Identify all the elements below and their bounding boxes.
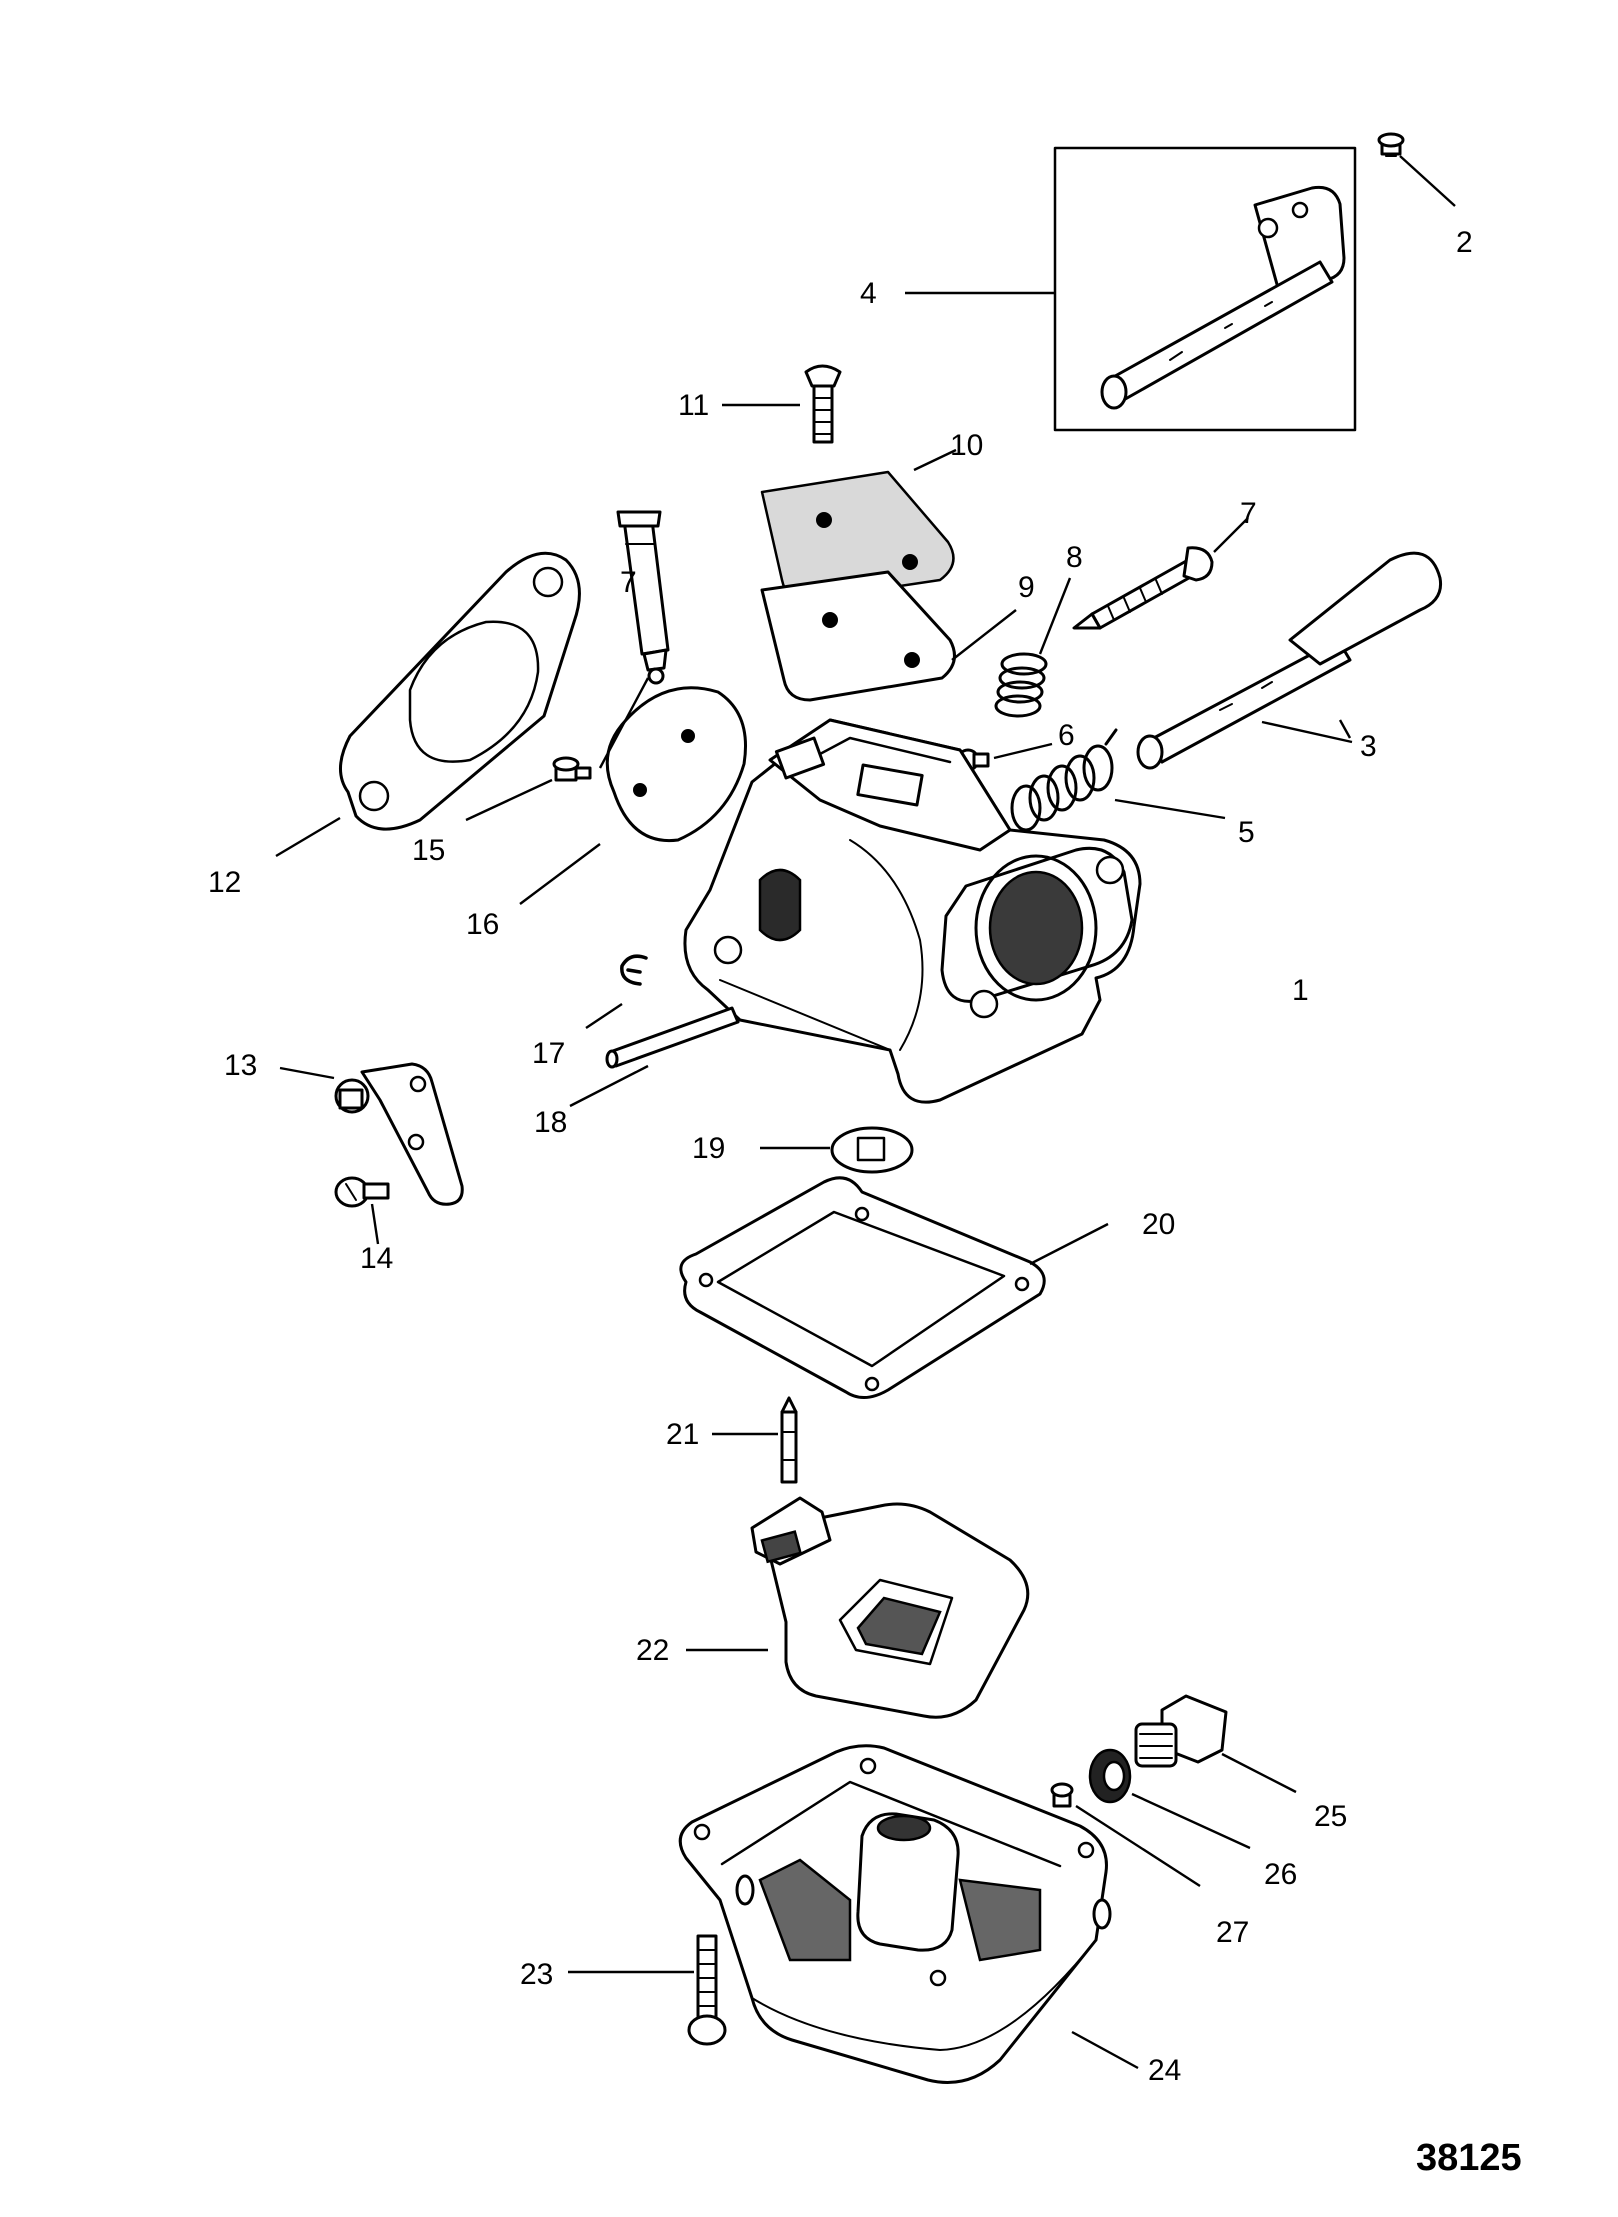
callout-26: 26 bbox=[1264, 1858, 1297, 1891]
callout-19: 19 bbox=[692, 1132, 725, 1165]
part-21-needle bbox=[780, 1396, 798, 1484]
part-8-spring bbox=[994, 652, 1048, 718]
part-2-screw bbox=[1377, 132, 1405, 157]
callout-3: 3 bbox=[1360, 730, 1377, 763]
part-9-gasket-plate bbox=[760, 570, 956, 702]
callout-21: 21 bbox=[666, 1418, 699, 1451]
callout-20: 20 bbox=[1142, 1208, 1175, 1241]
part-7-sealant-tube bbox=[616, 510, 670, 685]
callout-25: 25 bbox=[1314, 1800, 1347, 1833]
callout-11: 11 bbox=[678, 389, 709, 422]
part-1-carburetor-body bbox=[683, 718, 1142, 1104]
part-15-screw bbox=[552, 756, 592, 782]
callout-18: 18 bbox=[534, 1106, 567, 1139]
callout-23: 23 bbox=[520, 1958, 553, 1991]
callout-6: 6 bbox=[1058, 719, 1075, 752]
part-24-float-bowl bbox=[678, 1744, 1112, 2084]
part-18-pin bbox=[605, 1006, 740, 1069]
callout-14: 14 bbox=[360, 1242, 393, 1275]
part-26-washer bbox=[1088, 1748, 1132, 1804]
part-14-screw bbox=[334, 1176, 390, 1208]
part-17-e-clip bbox=[620, 954, 648, 986]
callout-7-left: 7 bbox=[620, 566, 637, 599]
callout-15: 15 bbox=[412, 834, 445, 867]
part-25-drain-plug bbox=[1134, 1694, 1228, 1768]
part-19-washer bbox=[830, 1126, 914, 1174]
callout-1: 1 bbox=[1292, 974, 1309, 1007]
callout-24: 24 bbox=[1148, 2054, 1181, 2087]
callout-13: 13 bbox=[224, 1049, 257, 1082]
callout-9: 9 bbox=[1018, 571, 1035, 604]
part-20-gasket bbox=[679, 1176, 1046, 1399]
callout-labels: 2 4 11 10 7 8 9 7 6 3 5 12 15 16 1 17 13… bbox=[208, 226, 1522, 2179]
part-16-valve-disc bbox=[605, 686, 748, 843]
part-3-choke-shaft bbox=[1136, 551, 1443, 770]
part-11-screw bbox=[804, 364, 842, 444]
callout-12: 12 bbox=[208, 866, 241, 899]
callout-17: 17 bbox=[532, 1037, 565, 1070]
part-4-throttle-shaft-assembly bbox=[1053, 146, 1357, 432]
part-5-spring bbox=[1010, 728, 1118, 832]
part-13-lever-arm bbox=[334, 1062, 464, 1206]
callout-4: 4 bbox=[860, 277, 877, 310]
part-7-adjust-screw bbox=[1072, 546, 1214, 630]
callout-7-right: 7 bbox=[1240, 497, 1257, 530]
part-10-throttle-plate bbox=[760, 470, 955, 602]
callout-5: 5 bbox=[1238, 816, 1255, 849]
callout-8: 8 bbox=[1066, 541, 1083, 574]
callout-10: 10 bbox=[950, 429, 983, 462]
part-12-gasket bbox=[339, 551, 581, 831]
callout-2: 2 bbox=[1456, 226, 1473, 259]
part-23-screw bbox=[687, 1934, 727, 2046]
part-22-float bbox=[750, 1496, 1030, 1719]
callout-16: 16 bbox=[466, 908, 499, 941]
part-27-small-plug bbox=[1050, 1782, 1074, 1808]
callout-27: 27 bbox=[1216, 1916, 1249, 1949]
leader-lines bbox=[275, 155, 1456, 2070]
figure-number: 38125 bbox=[1416, 2137, 1522, 2179]
callout-22: 22 bbox=[636, 1634, 669, 1667]
